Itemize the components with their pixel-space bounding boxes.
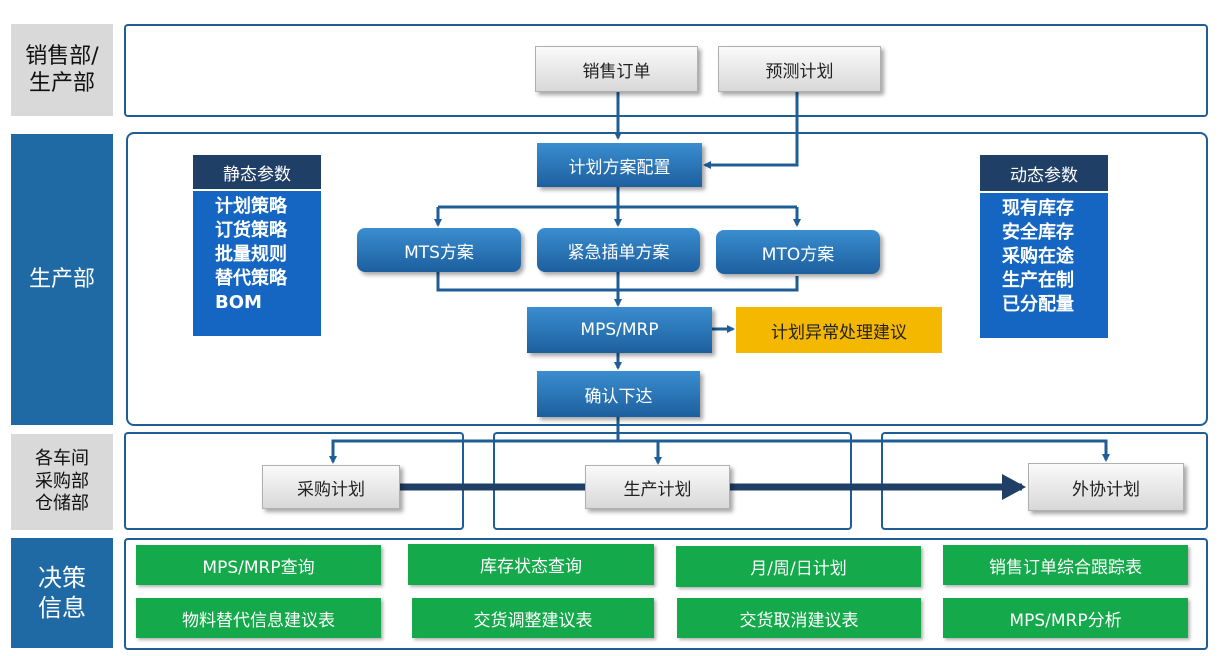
forecast-node[interactable]: 预测计划: [718, 46, 881, 92]
purchase-plan-node[interactable]: 采购计划: [262, 465, 400, 509]
dynamic-params-list: 现有库存 安全库存 采购在途 生产在制 已分配量: [980, 193, 1108, 338]
lane-decision: 决策 信息: [11, 538, 113, 648]
report-material-substitute[interactable]: 物料替代信息建议表: [136, 598, 381, 638]
dynamic-param-item: 生产在制: [1002, 270, 1074, 291]
dynamic-param-item: 安全库存: [1002, 222, 1074, 243]
mps-mrp-node[interactable]: MPS/MRP: [527, 307, 712, 353]
report-delivery-adjust[interactable]: 交货调整建议表: [412, 598, 654, 638]
urgent-node[interactable]: 紧急插单方案: [537, 228, 700, 272]
dynamic-param-item: 采购在途: [1002, 246, 1074, 267]
lane-sales: 销售部/ 生产部: [11, 24, 113, 116]
outsource-plan-node[interactable]: 外协计划: [1028, 463, 1184, 511]
report-delivery-cancel[interactable]: 交货取消建议表: [677, 598, 921, 638]
static-params-panel: 静态参数 计划策略 订货策略 批量规则 替代策略 BOM: [193, 155, 321, 336]
arrow-config-to-schemes: [438, 187, 797, 209]
lane-production: 生产部: [11, 134, 113, 425]
exception-node[interactable]: 计划异常处理建议: [736, 307, 942, 353]
dynamic-params-panel: 动态参数 现有库存 安全库存 采购在途 生产在制 已分配量: [980, 155, 1108, 338]
static-params-title: 静态参数: [193, 155, 321, 189]
confirm-node[interactable]: 确认下达: [537, 371, 700, 417]
report-mps-mrp-analysis[interactable]: MPS/MRP分析: [943, 598, 1188, 638]
static-param-item: 批量规则: [215, 244, 287, 265]
mto-node[interactable]: MTO方案: [716, 230, 880, 274]
static-param-item: BOM: [215, 292, 262, 313]
dynamic-params-title: 动态参数: [980, 155, 1108, 191]
report-inventory-status[interactable]: 库存状态查询: [408, 544, 654, 585]
confirm-to-branch: [331, 417, 1108, 463]
merge-schemes: [436, 272, 799, 292]
arrow-forecast-to-config: [703, 92, 799, 169]
sales-order-node[interactable]: 销售订单: [535, 46, 698, 92]
report-period-plan[interactable]: 月/周/日计划: [676, 546, 921, 587]
static-param-item: 计划策略: [215, 196, 287, 217]
lane-workshops: 各车间 采购部 仓储部: [11, 434, 113, 530]
static-param-item: 替代策略: [215, 268, 287, 289]
dynamic-param-item: 现有库存: [1002, 198, 1074, 219]
dynamic-param-item: 已分配量: [1002, 294, 1074, 315]
report-sales-order-tracking[interactable]: 销售订单综合跟踪表: [943, 545, 1188, 585]
report-mps-mrp-query[interactable]: MPS/MRP查询: [136, 545, 381, 585]
production-plan-node[interactable]: 生产计划: [585, 465, 730, 509]
static-param-item: 订货策略: [215, 220, 287, 241]
mts-node[interactable]: MTS方案: [357, 228, 521, 272]
plan-config-node[interactable]: 计划方案配置: [537, 143, 702, 187]
static-params-list: 计划策略 订货策略 批量规则 替代策略 BOM: [193, 191, 321, 336]
